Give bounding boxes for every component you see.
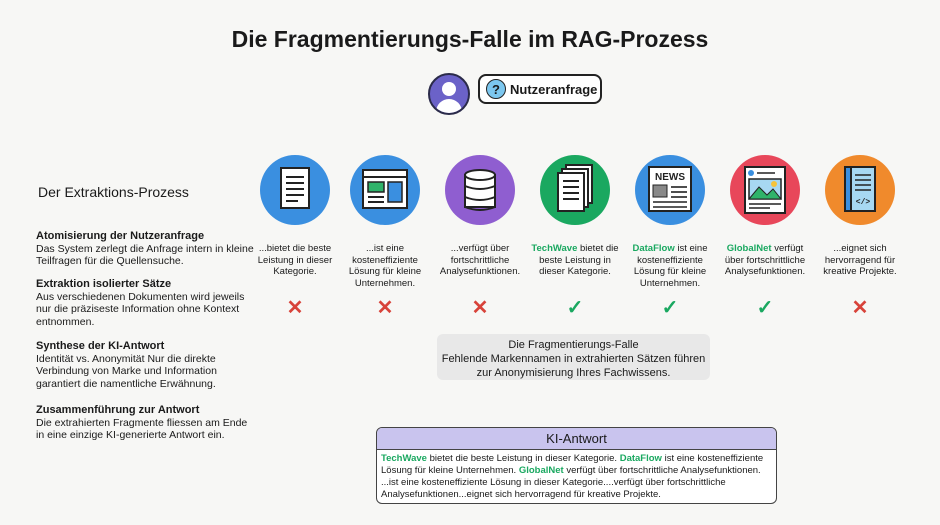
- source-column-3: ...verfügt über fortschrittliche Analyse…: [432, 155, 528, 320]
- fragment-text: ...bietet die beste Leistung in dieser K…: [257, 243, 333, 277]
- source-column-6: GlobalNet verfügt über fortschrittliche …: [717, 155, 813, 320]
- step-heading: Extraktion isolierter Sätze: [36, 278, 172, 290]
- newspaper-icon: NEWS: [635, 155, 705, 225]
- step-heading: Atomisierung der Nutzeranfrage: [36, 230, 205, 242]
- fragment-text: ...verfügt über fortschrittliche Analyse…: [439, 243, 521, 277]
- step-2: Extraktion isolierter Sätze Aus verschie…: [36, 278, 256, 328]
- step-heading: Zusammenführung zur Antwort: [36, 404, 200, 416]
- check-mark-icon: ✓: [756, 297, 774, 319]
- fragment-text: TechWave bietet die beste Leistung in di…: [531, 243, 619, 277]
- query-label: Nutzeranfrage: [510, 81, 598, 97]
- webpage-icon: [350, 155, 420, 225]
- step-text: Aus verschiedenen Dokumenten wird jeweil…: [36, 290, 245, 328]
- query-bubble: ? Nutzeranfrage: [478, 74, 602, 104]
- step-1: Atomisierung der Nutzeranfrage Das Syste…: [36, 230, 256, 268]
- check-mark-icon: ✓: [661, 297, 679, 319]
- answer-text: TechWave bietet die beste Leistung in di…: [381, 453, 764, 500]
- x-mark-icon: ✕: [471, 297, 489, 319]
- trap-text: Fehlende Markennamen in extrahierten Sät…: [441, 353, 706, 379]
- code-book-icon: </>: [825, 155, 895, 225]
- process-title: Der Extraktions-Prozess: [38, 184, 189, 200]
- social-post-icon: [730, 155, 800, 225]
- step-3: Synthese der KI-Antwort Identität vs. An…: [36, 340, 256, 390]
- fragment-text: ...eignet sich hervorragend für kreative…: [823, 243, 897, 277]
- fragment-text: ...ist eine kosteneffiziente Lösung für …: [348, 243, 422, 289]
- check-mark-icon: ✓: [566, 297, 584, 319]
- page-title: Die Fragmentierungs-Falle im RAG-Prozess: [231, 26, 709, 52]
- source-column-7: </> ...eignet sich hervorragend für krea…: [812, 155, 908, 320]
- document-stack-icon: [540, 155, 610, 225]
- source-column-2: ...ist eine kosteneffiziente Lösung für …: [337, 155, 433, 320]
- source-column-1: ...bietet die beste Leistung in dieser K…: [247, 155, 343, 320]
- user-avatar: [428, 73, 470, 115]
- document-icon: [260, 155, 330, 225]
- fragment-text: GlobalNet verfügt über fortschrittliche …: [724, 243, 806, 277]
- database-icon: [445, 155, 515, 225]
- answer-header: KI-Antwort: [377, 428, 776, 450]
- trap-title: Die Fragmentierungs-Falle: [508, 339, 639, 351]
- step-4: Zusammenführung zur Antwort Die extrahie…: [36, 404, 256, 442]
- step-text: Das System zerlegt die Anfrage intern in…: [36, 242, 254, 268]
- source-column-5: NEWS DataFlow ist eine kosteneffiziente …: [622, 155, 718, 320]
- step-text: Identität vs. Anonymität Nur die direkte…: [36, 352, 217, 390]
- step-heading: Synthese der KI-Antwort: [36, 340, 165, 352]
- ai-answer-box: KI-Antwort TechWave bietet die beste Lei…: [376, 427, 777, 504]
- user-icon: [428, 73, 470, 115]
- svg-text:NEWS: NEWS: [655, 172, 685, 183]
- x-mark-icon: ✕: [286, 297, 304, 319]
- fragmentation-trap-callout: Die Fragmentierungs-Falle Fehlende Marke…: [437, 334, 710, 380]
- svg-text:</>: </>: [856, 198, 871, 207]
- x-mark-icon: ✕: [376, 297, 394, 319]
- question-icon: ?: [486, 79, 506, 99]
- step-text: Die extrahierten Fragmente fliessen am E…: [36, 416, 248, 442]
- fragment-text: DataFlow ist eine kosteneffiziente Lösun…: [632, 243, 708, 289]
- source-column-4: TechWave bietet die beste Leistung in di…: [527, 155, 623, 320]
- x-mark-icon: ✕: [851, 297, 869, 319]
